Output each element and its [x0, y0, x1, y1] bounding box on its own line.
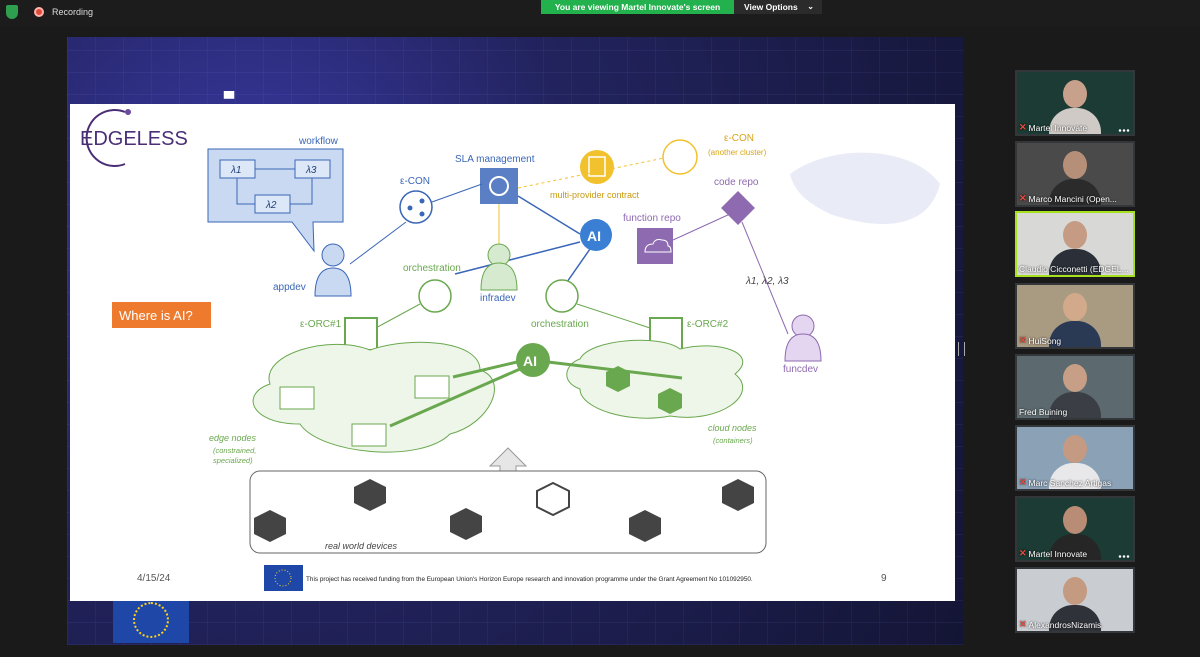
- multi-provider-label: multi-provider contract: [550, 190, 640, 200]
- eu-flag: [113, 597, 189, 643]
- recording-indicator: Recording: [6, 5, 93, 19]
- orchestration2-label: orchestration: [531, 319, 589, 330]
- mic-muted-icon: ✕: [1019, 548, 1027, 558]
- eorc1-label: ε-ORC#1: [300, 319, 342, 330]
- slide-date: 4/15/24: [137, 573, 171, 584]
- mic-muted-icon: ✕: [1019, 335, 1027, 345]
- participant-tile-active-speaker[interactable]: Claudio Cicconetti (EDGEL...: [1015, 211, 1135, 277]
- econ-other-sub: (another cluster): [708, 148, 767, 157]
- presentation-slide: EDGELESS workflow λ1 λ3 λ2 ε-CON SLA man…: [70, 104, 955, 601]
- function-repo-label: function repo: [623, 213, 681, 224]
- participant-tile[interactable]: ✕HuiSong: [1015, 283, 1135, 349]
- git-icon: [721, 191, 755, 225]
- orchestration-label: orchestration: [403, 263, 461, 274]
- sensor-icon: [722, 479, 754, 511]
- lambda3-label: λ3: [305, 165, 317, 176]
- sla-management-icon: [480, 168, 518, 204]
- participant-name: Martel Innovate: [1028, 548, 1088, 559]
- where-is-ai-callout: [112, 302, 211, 328]
- workflow-label: workflow: [298, 136, 339, 147]
- edge-nodes-sub2: specialized): [213, 456, 253, 465]
- more-icon[interactable]: [1118, 555, 1130, 558]
- participant-tile[interactable]: ✕AlexandrosNizamis: [1015, 567, 1135, 633]
- camera-icon: [354, 479, 386, 511]
- infradev-label: infradev: [480, 293, 516, 304]
- econ-node-icon: [399, 190, 433, 224]
- view-options-label: View Options: [744, 2, 798, 12]
- edge-chip-icon-3: [351, 423, 387, 447]
- real-world-label: real world devices: [325, 541, 398, 551]
- edge-nodes-cloud: [252, 341, 495, 453]
- participant-name: Fred Buining: [1019, 407, 1068, 417]
- cloud-nodes-cloud: [566, 339, 744, 419]
- sla-label: SLA management: [455, 154, 535, 165]
- edge-nodes-label: edge nodes: [209, 433, 257, 443]
- meeting-topbar: Recording You are viewing Martel Innovat…: [0, 0, 1200, 26]
- logo-text: EDGELESS: [80, 128, 188, 150]
- edge-nodes-sub1: (constrained,: [213, 446, 256, 455]
- recording-label: Recording: [52, 7, 94, 17]
- participant-name: Marco Mancini (Open...: [1028, 193, 1117, 204]
- more-icon[interactable]: [1118, 129, 1130, 132]
- participant-tile[interactable]: ✕Marco Mancini (Open...: [1015, 141, 1135, 207]
- infradev-icon: [480, 262, 518, 291]
- device-hex-icon: [536, 481, 570, 517]
- viewing-banner: You are viewing Martel Innovate's screen: [541, 0, 734, 14]
- container-icon-2: [658, 388, 682, 414]
- mic-muted-icon: ✕: [1019, 122, 1027, 132]
- lambda1-label: λ1: [230, 165, 241, 176]
- ai-green-badge: [516, 343, 550, 377]
- participant-tile[interactable]: ✕Marc Sanchez Artigas: [1015, 425, 1135, 491]
- view-options-button[interactable]: View Options ⌄: [734, 0, 822, 14]
- participant-tile[interactable]: Fred Buining: [1015, 354, 1135, 420]
- edge-chip-icon-2: [414, 375, 450, 399]
- mic-muted-icon: ✕: [1019, 193, 1027, 203]
- eu-flag-small: [264, 565, 303, 591]
- funcdev-label: funcdev: [783, 364, 818, 375]
- edgeless-logo: EDGELESS: [80, 109, 188, 167]
- econ-label: ε-CON: [400, 176, 430, 187]
- panel-resize-handle[interactable]: [958, 342, 965, 356]
- lambdas-label: λ1, λ2, λ3: [745, 276, 789, 287]
- eorc2-label: ε-ORC#2: [687, 319, 729, 330]
- participant-name: HuiSong: [1028, 335, 1062, 346]
- ai-blue-badge: [580, 219, 612, 251]
- orchestration-brain-icon: [418, 279, 452, 313]
- page-number: 9: [881, 573, 887, 584]
- record-icon: [34, 7, 44, 17]
- cloud-nodes-label: cloud nodes: [708, 423, 757, 433]
- participant-name: Claudio Cicconetti (EDGEL...: [1019, 264, 1129, 274]
- code-repo-label: code repo: [714, 177, 759, 188]
- orchestration-brain-icon-2: [545, 279, 579, 313]
- participant-name: AlexandrosNizamis: [1028, 619, 1102, 630]
- funding-text: This project has received funding from t…: [306, 576, 753, 583]
- lambda2-label: λ2: [265, 200, 277, 211]
- econ-other-icon: [662, 139, 698, 175]
- workflow-diagram: workflow λ1 λ3 λ2: [207, 136, 344, 253]
- where-ai-label: Where is AI?: [119, 308, 193, 323]
- security-shield-icon[interactable]: [6, 5, 18, 19]
- edge-chip-icon: [279, 386, 315, 410]
- appdev-label: appdev: [273, 282, 306, 293]
- contract-icon: [580, 150, 614, 184]
- mic-muted-icon: ✕: [1019, 619, 1027, 629]
- participant-tile[interactable]: ✕Martel Innovate: [1015, 70, 1135, 136]
- microchip-icon: [629, 510, 661, 542]
- function-repo-icon: [637, 228, 673, 264]
- funcdev-icon: [784, 333, 822, 362]
- cloud-nodes-sub: (containers): [713, 436, 753, 445]
- mic-muted-icon: ✕: [1019, 477, 1027, 487]
- appdev-icon: [314, 267, 352, 297]
- ai-blue-label: AI: [587, 228, 601, 244]
- participant-tile[interactable]: ✕Martel Innovate: [1015, 496, 1135, 562]
- econ-other-label: ε-CON: [724, 133, 754, 144]
- chevron-down-icon: ⌄: [807, 2, 814, 11]
- participant-name: Martel Innovate: [1028, 122, 1088, 133]
- ai-green-label: AI: [523, 353, 537, 369]
- decorative-mesh: [790, 152, 940, 224]
- participant-name: Marc Sanchez Artigas: [1028, 477, 1112, 488]
- robot-arm-icon: [450, 508, 482, 540]
- thermometer-icon: [254, 510, 286, 542]
